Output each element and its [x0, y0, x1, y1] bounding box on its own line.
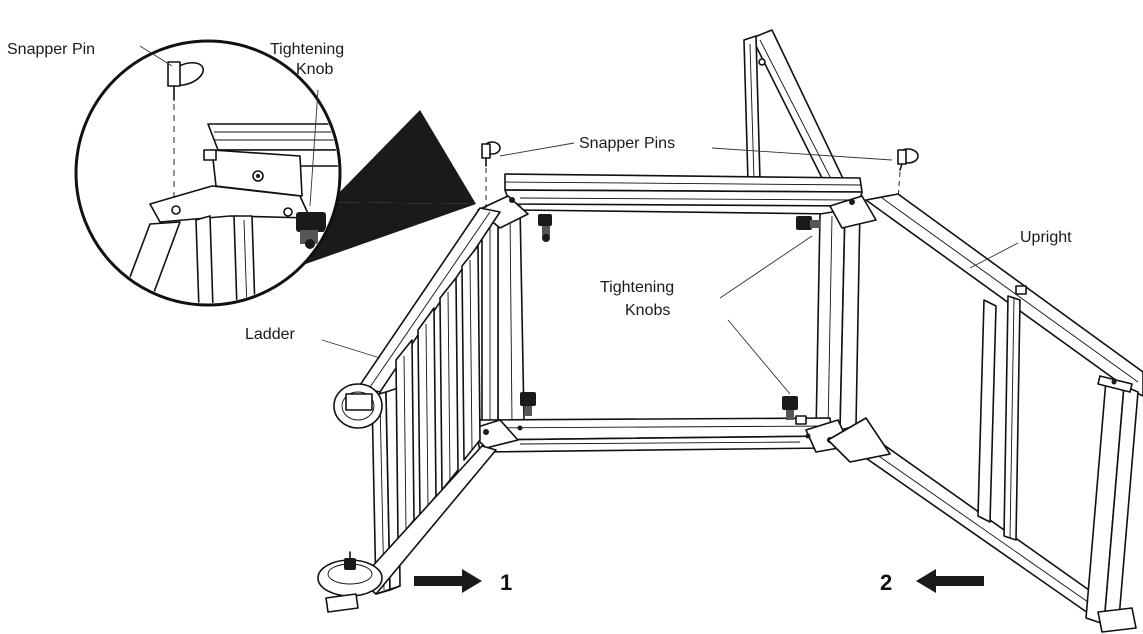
step-1-number: 1	[500, 570, 512, 595]
label-tightening-knob-line1: Tightening	[270, 41, 344, 58]
upright	[827, 193, 1143, 633]
snapper-pin-left	[481, 141, 501, 208]
tightening-knob-back-right	[796, 216, 820, 230]
label-tightening-knobs-line2: Knobs	[625, 302, 670, 319]
step-2-arrow-icon	[916, 569, 984, 593]
ladder	[317, 207, 501, 613]
step-1-arrow-icon	[414, 569, 482, 593]
label-ladder: Ladder	[245, 326, 295, 343]
label-upright: Upright	[1020, 229, 1072, 246]
label-tightening-knob-line2: Knob	[296, 61, 333, 78]
label-snapper-pin: Snapper Pin	[7, 41, 95, 58]
label-snapper-pins: Snapper Pins	[579, 135, 675, 152]
tightening-knob-back-left	[538, 214, 552, 242]
detail-zoom	[74, 39, 476, 307]
leader-lines	[139, 45, 1019, 395]
step-2-number: 2	[880, 570, 892, 595]
tightening-knob-front-left	[520, 392, 536, 416]
snapper-pin-right	[897, 148, 919, 201]
tightening-knob-front-right	[782, 396, 807, 425]
label-tightening-knobs-line1: Tightening	[600, 279, 674, 296]
